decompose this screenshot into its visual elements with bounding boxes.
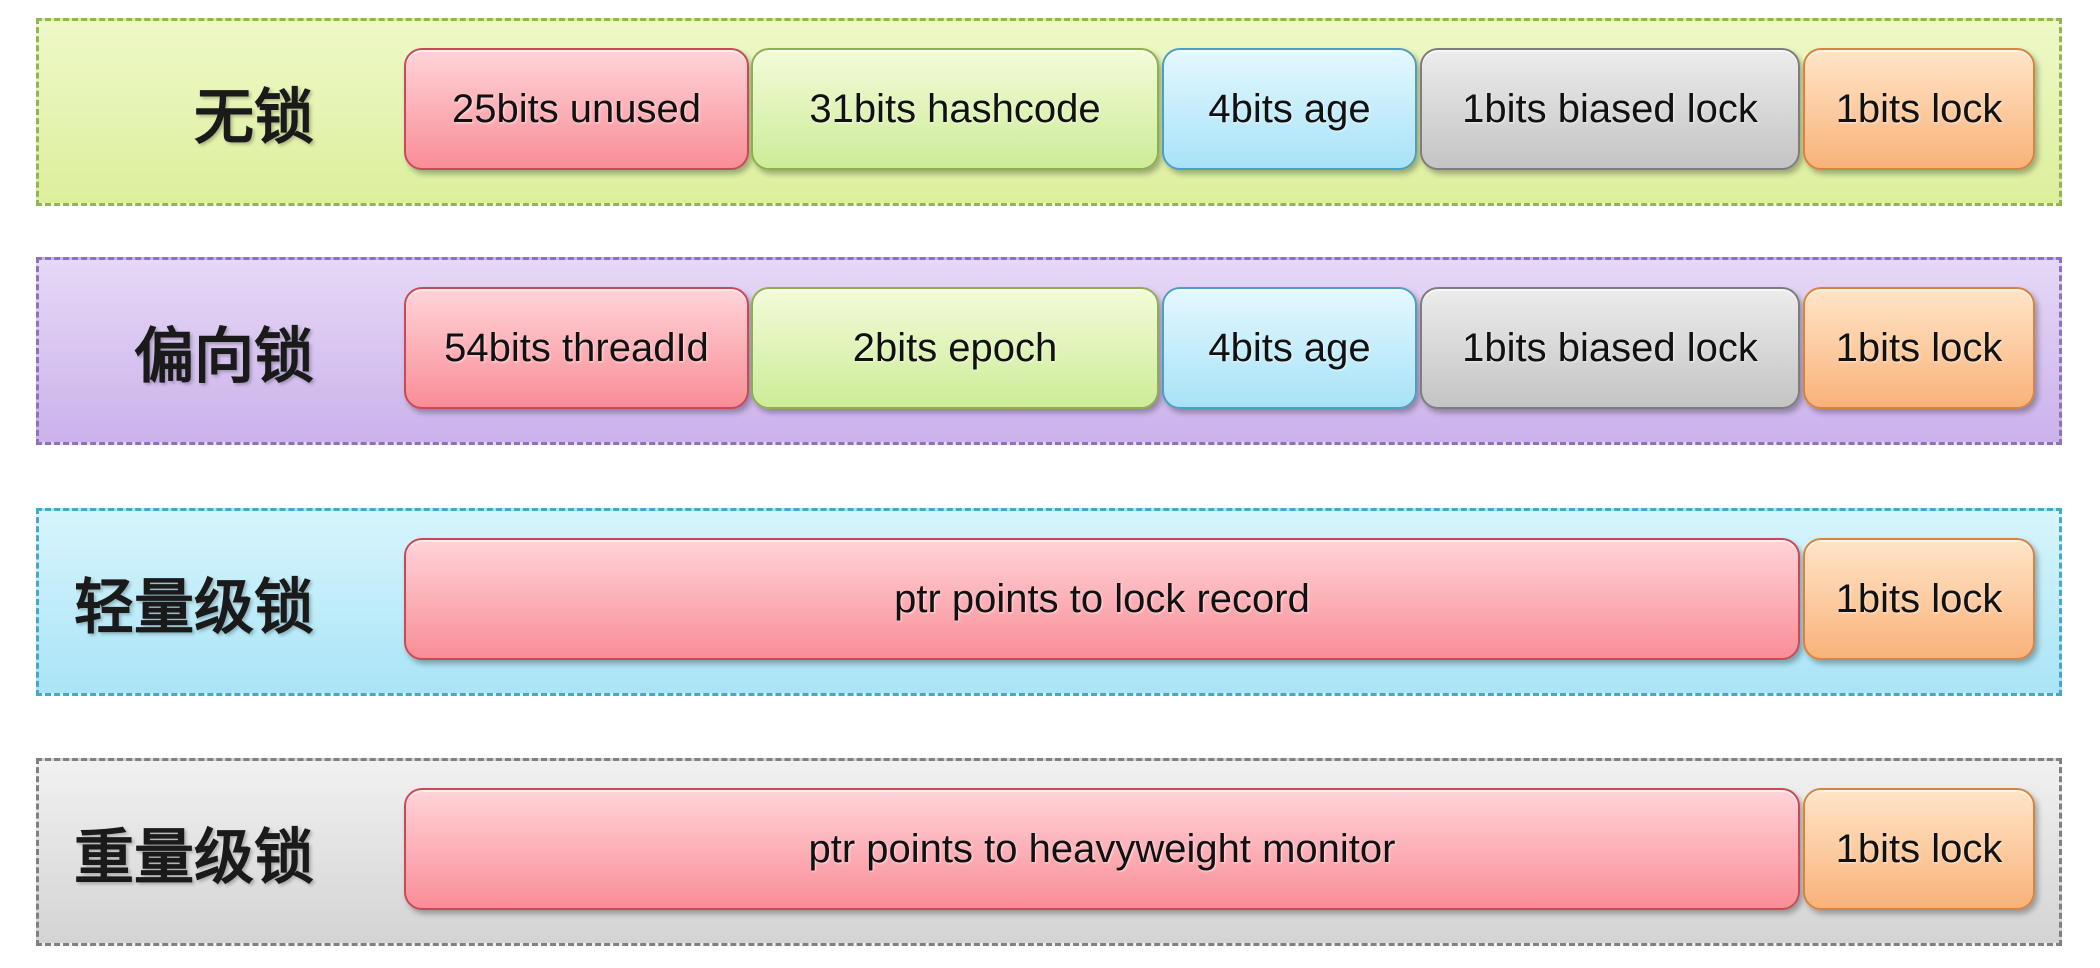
field-lock: 1bits lock (1803, 287, 2035, 409)
field-hashcode: 31bits hashcode (751, 48, 1159, 170)
field-lock-record-pointer: ptr points to lock record (404, 538, 1800, 660)
field-lock: 1bits lock (1803, 48, 2035, 170)
state-label-lightweight: 轻量级锁 (74, 572, 314, 643)
state-label-unlocked: 无锁 (194, 82, 314, 153)
field-thread-id: 54bits threadId (404, 287, 749, 409)
field-lock: 1bits lock (1803, 788, 2035, 910)
field-biased-lock: 1bits biased lock (1420, 48, 1800, 170)
state-row-biased: 偏向锁 54bits threadId 2bits epoch 4bits ag… (36, 257, 2062, 445)
state-label-heavyweight: 重量级锁 (74, 822, 314, 893)
state-row-heavyweight: 重量级锁 ptr points to heavyweight monitor 1… (36, 758, 2062, 946)
state-row-lightweight: 轻量级锁 ptr points to lock record 1bits loc… (36, 508, 2062, 696)
state-label-biased: 偏向锁 (134, 321, 314, 392)
field-unused: 25bits unused (404, 48, 749, 170)
field-age: 4bits age (1162, 48, 1417, 170)
state-row-unlocked: 无锁 25bits unused 31bits hashcode 4bits a… (36, 18, 2062, 206)
field-epoch: 2bits epoch (751, 287, 1159, 409)
field-age: 4bits age (1162, 287, 1417, 409)
field-monitor-pointer: ptr points to heavyweight monitor (404, 788, 1800, 910)
field-lock: 1bits lock (1803, 538, 2035, 660)
field-biased-lock: 1bits biased lock (1420, 287, 1800, 409)
